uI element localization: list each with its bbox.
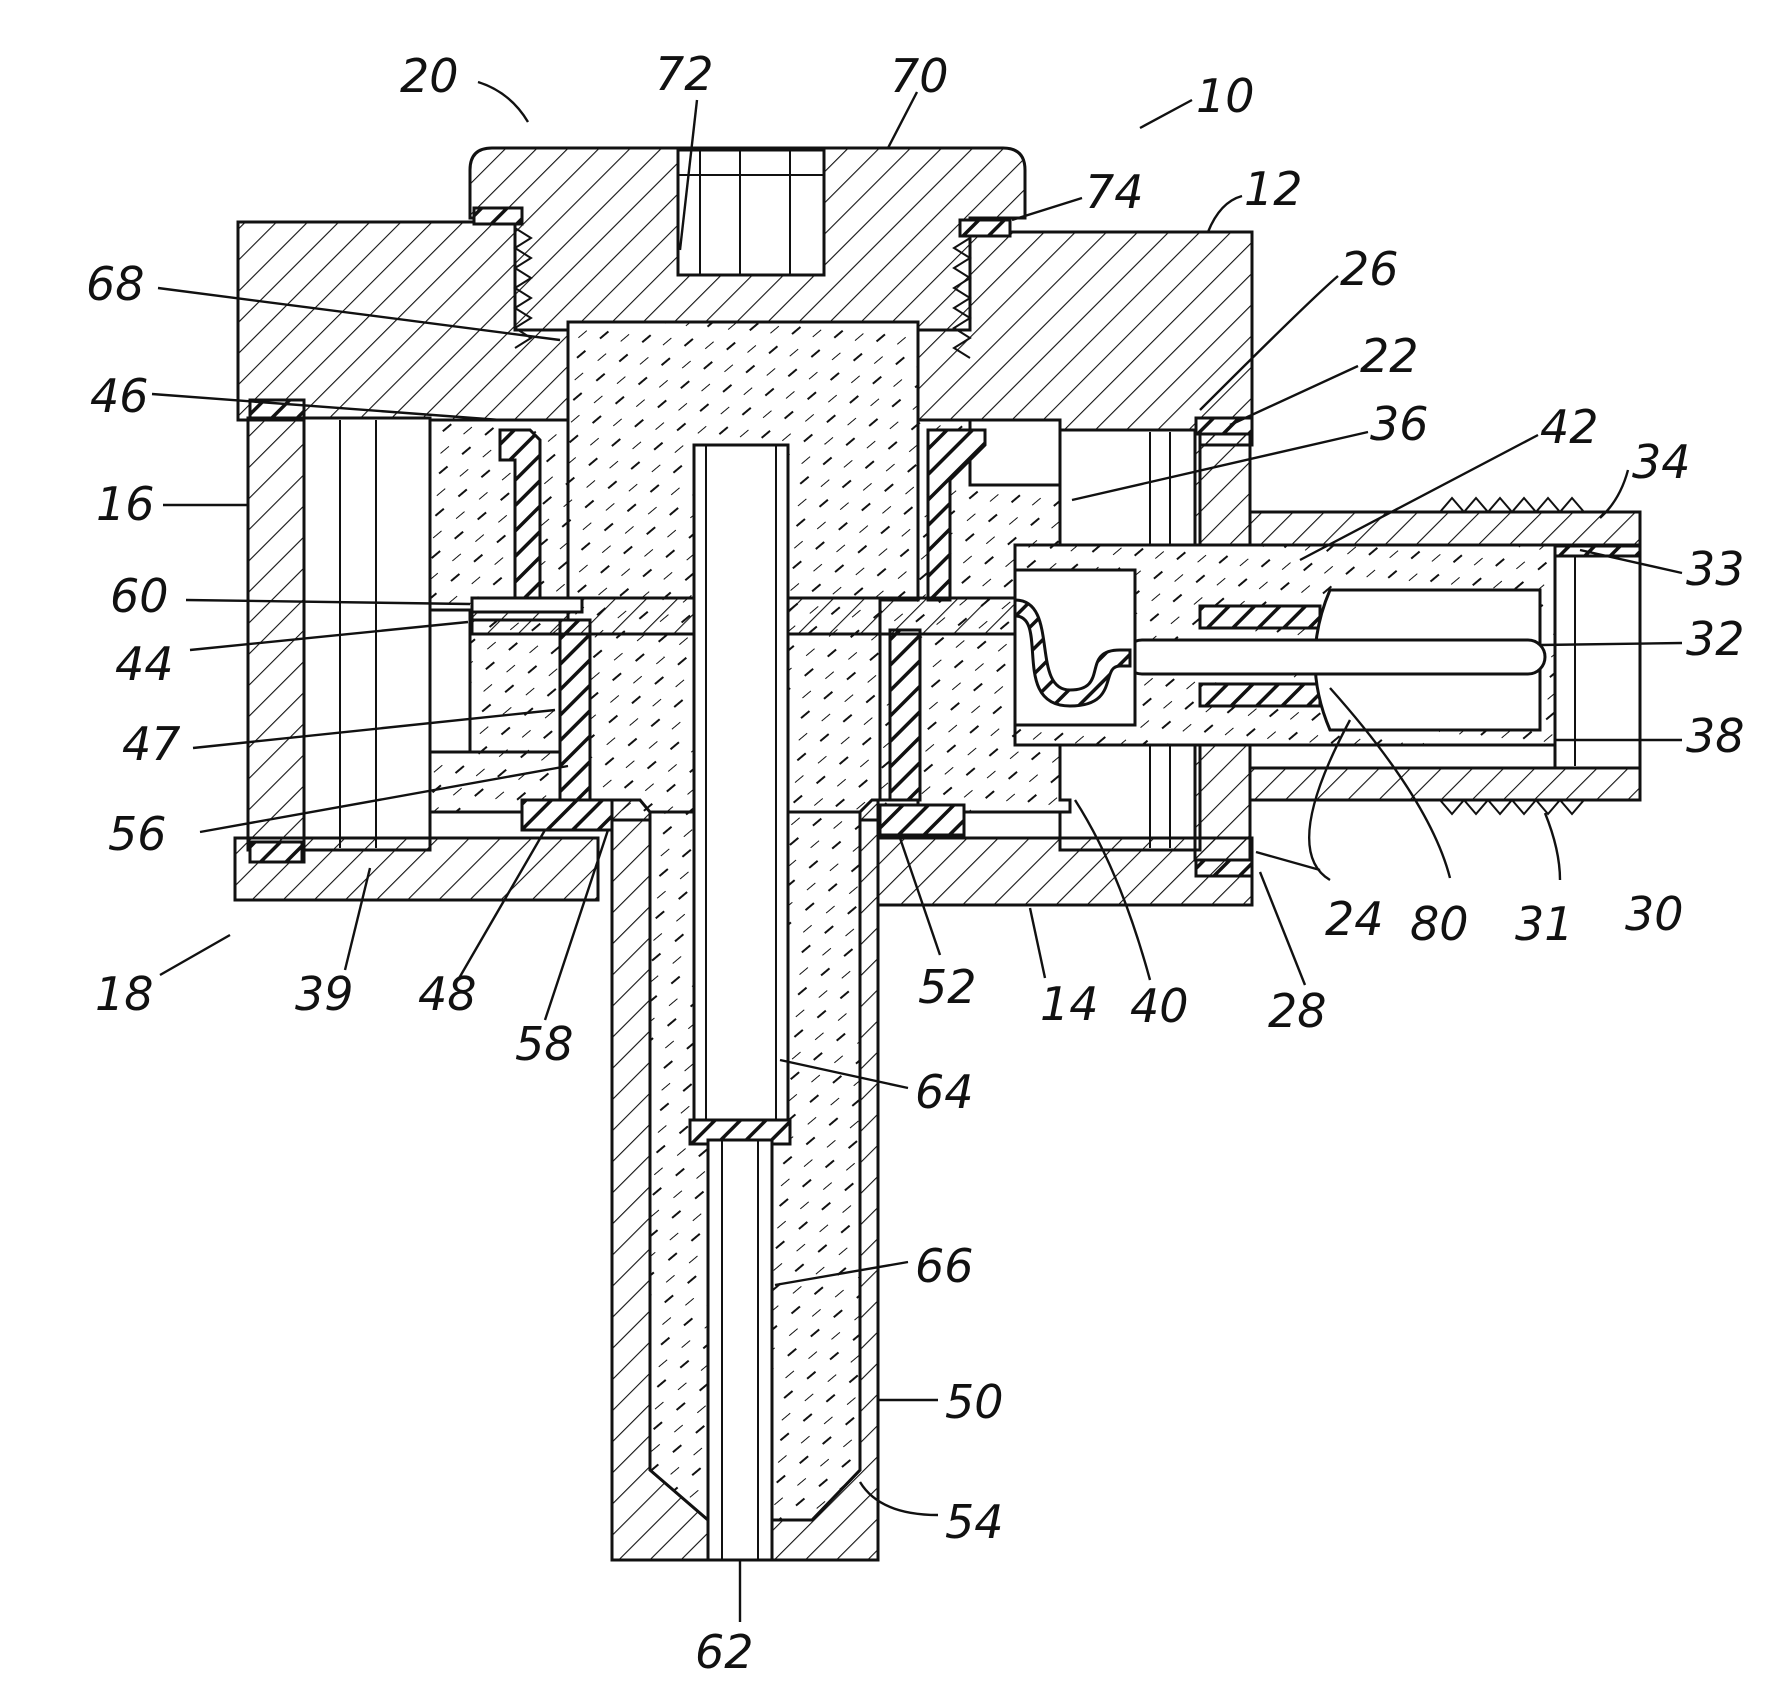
seal-52 (880, 805, 964, 835)
label-28: 28 (1268, 984, 1327, 1038)
label-47: 47 (122, 717, 181, 771)
label-48: 48 (418, 967, 477, 1021)
label-26: 26 (1340, 242, 1399, 296)
label-31: 31 (1515, 897, 1574, 951)
label-58: 58 (515, 1017, 574, 1071)
label-34: 34 (1632, 435, 1691, 489)
sensor-lead-66 (708, 1140, 772, 1560)
label-16: 16 (96, 477, 155, 531)
label-36: 36 (1370, 397, 1429, 451)
label-56: 56 (108, 807, 167, 861)
seal-ring-56 (560, 620, 590, 800)
label-32: 32 (1686, 612, 1745, 666)
label-66: 66 (915, 1239, 974, 1293)
label-54: 54 (945, 1495, 1004, 1549)
label-46: 46 (90, 369, 149, 423)
label-50: 50 (945, 1375, 1004, 1429)
label-40: 40 (1130, 979, 1189, 1033)
label-20: 20 (400, 49, 459, 103)
outer-sleeve-16 (248, 400, 430, 862)
label-70: 70 (890, 49, 949, 103)
seal-74-left (474, 208, 522, 224)
label-24: 24 (1325, 892, 1384, 946)
label-10: 10 (1196, 69, 1255, 123)
label-64: 64 (915, 1065, 974, 1119)
label-60: 60 (110, 569, 169, 623)
label-22: 22 (1360, 329, 1419, 383)
label-14: 14 (1040, 977, 1099, 1031)
label-44: 44 (115, 637, 174, 691)
label-18: 18 (95, 967, 154, 1021)
label-52: 52 (918, 960, 977, 1014)
label-80: 80 (1410, 897, 1469, 951)
seal-74-right (960, 220, 1010, 236)
sensor-element-64 (690, 445, 790, 1144)
label-38: 38 (1686, 709, 1745, 763)
label-72: 72 (655, 47, 714, 101)
connector-insert-42 (1015, 545, 1555, 745)
label-39: 39 (295, 967, 354, 1021)
seal-ring-lower-right (890, 630, 920, 800)
label-68: 68 (86, 257, 145, 311)
label-74: 74 (1085, 165, 1144, 219)
label-30: 30 (1625, 887, 1684, 941)
label-33: 33 (1686, 542, 1745, 596)
label-42: 42 (1540, 400, 1599, 454)
label-12: 12 (1244, 162, 1303, 216)
label-62: 62 (695, 1625, 754, 1679)
seal-39 (250, 842, 302, 862)
seal-22 (1196, 418, 1252, 434)
seal-48 (522, 800, 612, 830)
